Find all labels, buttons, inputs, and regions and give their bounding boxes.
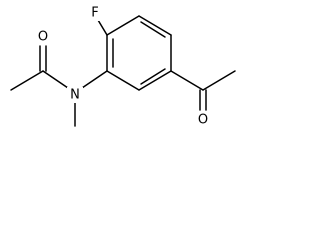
amide-oxygen-label: O <box>38 30 48 45</box>
ring-double-bond-inner-2 <box>140 68 166 85</box>
amide-oxygen-label-background <box>35 29 51 45</box>
carbonyl-to-methyl-bond <box>10 70 44 91</box>
ring-to-nitrogen-bond <box>81 70 108 89</box>
nitrogen-label: N <box>70 88 80 103</box>
ring-double-bond-inner-1 <box>140 21 166 38</box>
ring-to-carbonyl-bond <box>170 70 204 91</box>
nitrogen-label-background <box>67 87 83 103</box>
fluoro-substituent <box>97 19 108 36</box>
fluorine-label-background <box>88 5 102 21</box>
carbon-fluorine-bond <box>97 19 108 36</box>
fluorine-label: F <box>91 6 98 21</box>
benzene-ring <box>106 15 172 91</box>
carbonyl-to-methyl-bond <box>202 70 236 91</box>
ring-bond-1 <box>106 15 140 36</box>
acetyl-substituent <box>170 70 236 111</box>
ring-bond-4 <box>138 70 172 91</box>
chemical-structure-drawing: F N O O <box>10 5 236 128</box>
nitrogen-to-carbonyl-bond <box>42 70 69 89</box>
ring-bond-5 <box>106 70 140 91</box>
ring-bond-2 <box>138 15 172 36</box>
ketone-oxygen-label: O <box>198 113 208 128</box>
atom-labels: F N O O <box>35 5 211 128</box>
n-methylacetamide-substituent <box>10 45 108 127</box>
ketone-oxygen-label-background <box>195 111 211 127</box>
